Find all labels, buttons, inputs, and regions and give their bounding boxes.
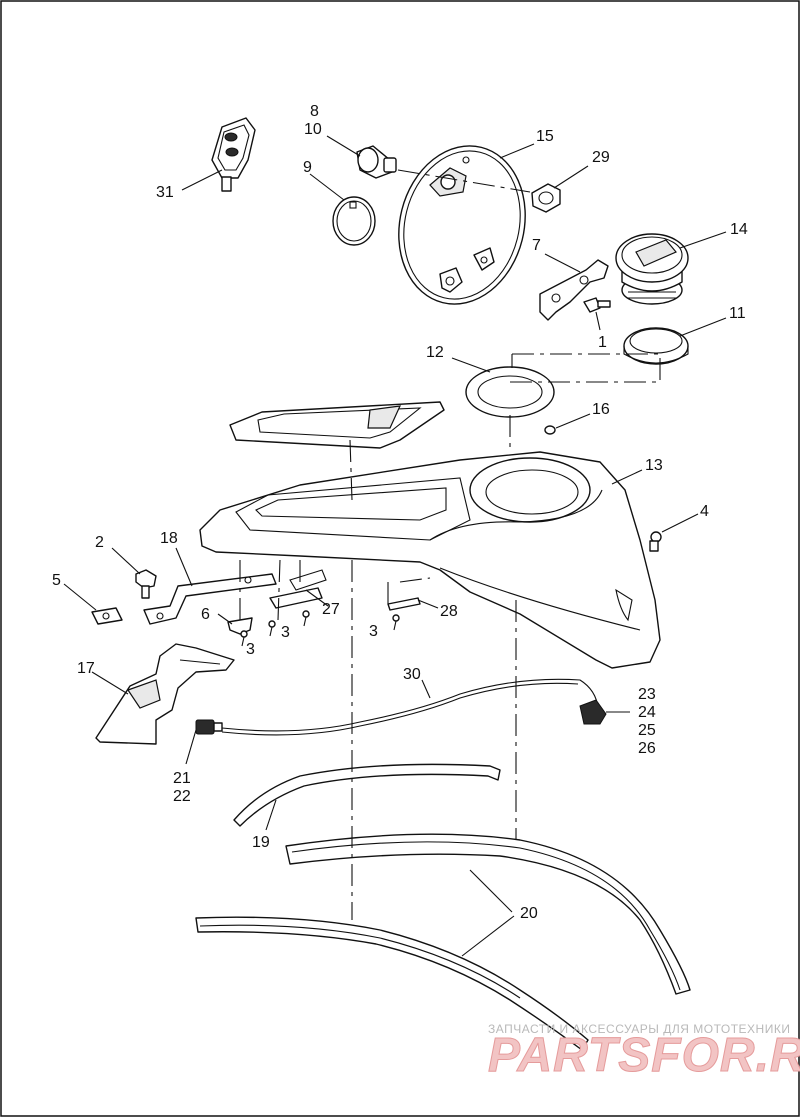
callout-15: 15 — [536, 128, 554, 145]
part-21-22-connector — [195, 719, 223, 735]
callout-20: 20 — [520, 905, 538, 922]
callout-12: 12 — [426, 344, 444, 361]
part-19-hose — [233, 763, 501, 827]
part-18-bracket — [143, 573, 277, 625]
part-8-10-bulb — [356, 145, 397, 179]
callout-8: 8 — [310, 103, 319, 120]
part-28-clip — [387, 597, 421, 611]
part-16-pin — [544, 425, 556, 435]
callout-26: 26 — [638, 740, 656, 757]
callout-3-b: 3 — [281, 624, 290, 641]
part-11-seal-ring — [623, 327, 689, 365]
callout-3-a: 3 — [246, 641, 255, 658]
part-15-console-plate — [398, 145, 526, 305]
callout-9: 9 — [303, 159, 312, 176]
part-13-main-console — [199, 451, 661, 669]
callout-29: 29 — [592, 149, 610, 166]
part-12-ring-gasket — [465, 366, 555, 418]
callout-22: 22 — [173, 788, 191, 805]
part-3-screws — [240, 610, 400, 647]
callout-18: 18 — [160, 530, 178, 547]
callout-25: 25 — [638, 722, 656, 739]
alignment-lines — [239, 169, 661, 920]
part-20-trim-strips — [195, 833, 691, 1051]
callout-3-c: 3 — [369, 623, 378, 640]
callout-16: 16 — [592, 401, 610, 418]
leader-lines — [63, 135, 727, 957]
part-17-mounting-bracket — [95, 643, 235, 745]
part-31-key-fob — [211, 117, 256, 192]
callout-21: 21 — [173, 770, 191, 787]
callout-13: 13 — [645, 457, 663, 474]
callout-27: 27 — [322, 601, 340, 618]
callout-6: 6 — [201, 606, 210, 623]
callout-1: 1 — [598, 334, 607, 351]
part-14-fuel-cap — [615, 233, 689, 305]
part-30-wiring-harness — [221, 678, 599, 736]
callout-labels: 31 8 10 9 15 29 14 7 11 1 12 16 13 4 2 1… — [52, 103, 748, 922]
callout-24: 24 — [638, 704, 656, 721]
part-29-nut — [531, 183, 561, 213]
watermark-logo: PARTSFOR.RU — [487, 1029, 800, 1083]
callout-23: 23 — [638, 686, 656, 703]
top-trim-panel — [229, 401, 445, 449]
part-27-clip — [269, 569, 327, 609]
callout-11: 11 — [729, 305, 746, 322]
callout-31: 31 — [156, 184, 174, 201]
callout-19: 19 — [252, 834, 270, 851]
part-7-bracket — [539, 259, 609, 321]
part-5-clip-nut — [91, 607, 123, 625]
part-9-gasket — [332, 196, 376, 246]
callout-17: 17 — [77, 660, 95, 677]
callout-7: 7 — [532, 237, 541, 254]
callout-30: 30 — [403, 666, 421, 683]
watermark-tagline: ЗАПЧАСТИ И АКСЕССУАРЫ ДЛЯ МОТОТЕХНИКИ — [488, 1022, 791, 1036]
callout-5: 5 — [52, 572, 61, 589]
callout-4: 4 — [700, 503, 709, 520]
callout-10: 10 — [304, 121, 322, 138]
callout-28: 28 — [440, 603, 458, 620]
callout-2: 2 — [95, 534, 104, 551]
part-1-screw — [583, 297, 611, 313]
part-4-screw — [649, 531, 662, 552]
part-2-bolt — [135, 569, 157, 599]
part-6-clip — [227, 617, 253, 635]
callout-14: 14 — [730, 221, 748, 238]
part-23-26-connector — [579, 699, 607, 725]
